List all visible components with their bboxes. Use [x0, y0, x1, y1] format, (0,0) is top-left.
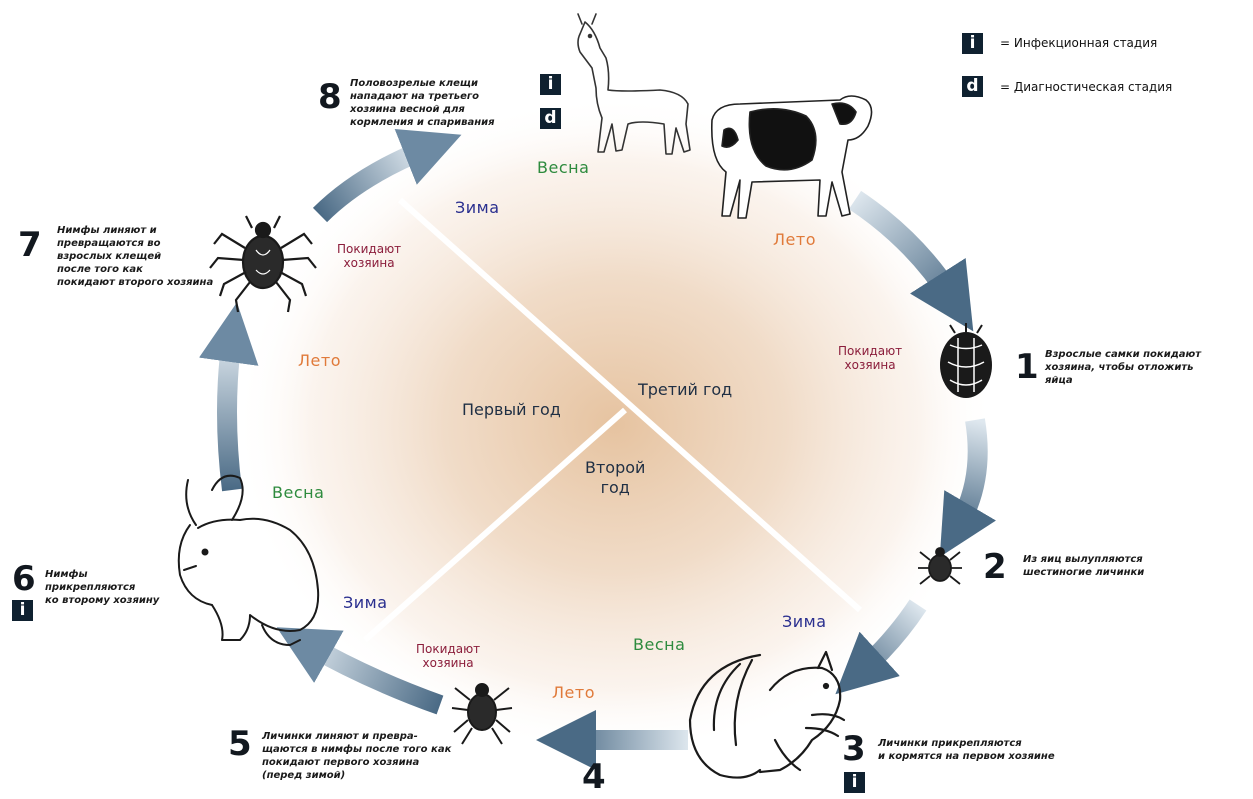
- leaves-host-label-bottom: Покидают хозяина: [416, 642, 481, 670]
- year-third-label: Третий год: [638, 380, 733, 399]
- season-spring-bottom: Весна: [633, 635, 686, 654]
- arrow-stage7-to-stage8: [312, 128, 462, 223]
- stage-6-number: 6: [12, 559, 36, 599]
- legend-diagnostic-badge: d: [962, 76, 983, 97]
- stage-4-number: 4: [582, 757, 606, 797]
- stage-6-text: Нимфы прикрепляются ко второму хозяину: [45, 569, 160, 606]
- stage-2-number: 2: [983, 547, 1007, 587]
- leaves-host-label-top: Покидают хозяина: [337, 242, 402, 270]
- engorged-tick-icon: [940, 323, 992, 398]
- season-spring-left: Весна: [272, 483, 325, 502]
- season-winter-left: Зима: [343, 593, 388, 612]
- season-winter-top: Зима: [455, 198, 500, 217]
- legend-infection-label: = Инфекционная стадия: [1000, 36, 1158, 50]
- legend-infection-badge: i: [962, 33, 983, 54]
- year-second-label: Второй год: [585, 458, 646, 497]
- adult-tick-icon: [209, 215, 317, 313]
- nymph-tick-icon: [451, 683, 513, 745]
- stage-7-text: Нимфы линяют и превращаются во взрослых …: [57, 225, 214, 288]
- stage-6-infection-badge: i: [12, 600, 33, 621]
- squirrel-icon: [688, 650, 846, 779]
- cow-icon: [710, 95, 873, 219]
- stage-1-text: Взрослые самки покидают хозяина, чтобы о…: [1045, 349, 1202, 386]
- larva-tick-icon: [918, 547, 962, 585]
- stage-3-text: Личинки прикрепляются и кормятся на перв…: [878, 738, 1055, 762]
- stage-7-number: 7: [18, 225, 42, 265]
- season-summer-right: Лето: [773, 230, 816, 249]
- stage-5-number: 5: [228, 724, 252, 764]
- divider-first-third: [398, 197, 862, 613]
- year-first-label: Первый год: [462, 400, 561, 419]
- rabbit-icon: [177, 474, 320, 646]
- stage-8-number: 8: [318, 77, 342, 117]
- legend-diagnostic-label: = Диагностическая стадия: [1000, 80, 1173, 94]
- stage-3-number: 3: [842, 729, 866, 769]
- stage-3-infection-badge: i: [844, 772, 865, 793]
- leaves-host-label-right: Покидают хозяина: [838, 344, 903, 372]
- stage-8-diagnostic-badge: d: [540, 108, 561, 129]
- stage-8-text: Половозрелые клещи нападают на третьего …: [350, 78, 495, 128]
- season-summer-left: Лето: [298, 351, 341, 370]
- stage-5-text: Личинки линяют и превра- щаются в нимфы …: [262, 731, 452, 781]
- stage-1-number: 1: [1015, 347, 1039, 387]
- arrow-stage6-to-stage7: [198, 302, 259, 492]
- stage-8-infection-badge: i: [540, 74, 561, 95]
- arrow-summer-to-stage1: [848, 190, 974, 332]
- deer-icon: [577, 13, 691, 155]
- season-winter-bottom: Зима: [782, 612, 827, 631]
- divider-first-second: [363, 407, 627, 643]
- stage-2-text: Из яиц вылупляются шестиногие личинки: [1023, 554, 1145, 578]
- arrow-stage1-to-stage2: [939, 418, 997, 558]
- season-spring-top: Весна: [537, 158, 590, 177]
- arrow-stage5-to-stage6: [276, 627, 444, 715]
- arrow-stage2-to-stage3: [835, 599, 927, 695]
- season-summer-bottom: Лето: [552, 683, 595, 702]
